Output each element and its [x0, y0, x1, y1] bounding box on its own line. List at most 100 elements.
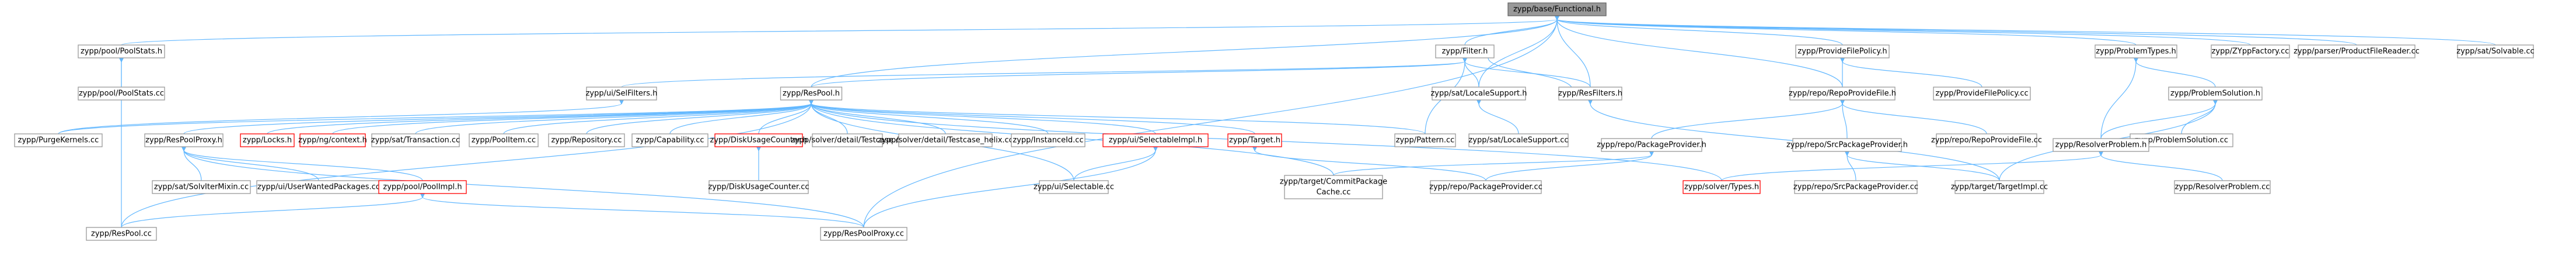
edge-repository_cc-to-respool_h: [586, 103, 811, 134]
node-testcase-helix-cc[interactable]: zypp/solver/detail/Testcase_helix.cc: [878, 133, 1013, 147]
edge-providefilepolicy_h-to-root: [1557, 19, 1843, 46]
node-problemsolution-cc[interactable]: zypp/ProblemSolution.cc: [2130, 133, 2233, 147]
edge-solvermain_cc-to-respoolproxy_h: [184, 150, 202, 181]
node-box: [1432, 87, 1526, 101]
edge-setfilters_h-to-filter_h: [621, 61, 1465, 88]
edge-respoolproxy_h-to-respool_h: [183, 103, 811, 134]
edge-respool_h-to-root: [811, 19, 1557, 88]
node-solvermain-cc[interactable]: zypp/sat/SolvIterMixin.cc: [152, 180, 251, 194]
node-label: zypp/ui/SelectableImpl.h: [1109, 136, 1202, 145]
node-pattern-cc[interactable]: zypp/Pattern.cc: [1394, 133, 1456, 147]
node-respoolproxy-h[interactable]: zypp/ResPoolProxy.h: [144, 133, 224, 147]
node-poolstats-cc[interactable]: zypp/pool/PoolStats.cc: [78, 87, 165, 101]
node-label: zypp/repo/RepoProvideFile.cc: [1931, 136, 2042, 145]
edge-respoolproxy_cc-to-poolimpl_h: [423, 197, 864, 228]
edge-respool_cc-to-respool_h: [121, 103, 811, 228]
node-targetimpl-cc[interactable]: zypp/target/TargetImpl.cc: [1951, 180, 2048, 194]
node-box: [299, 133, 366, 147]
node-instanceid-cc[interactable]: zypp/InstanceId.cc: [1011, 133, 1085, 147]
node-solvable-cc[interactable]: zypp/sat/Solvable.cc: [2456, 44, 2535, 58]
node-box: [240, 133, 295, 147]
node-ngcontext-h[interactable]: zypp/ng/context.h: [298, 133, 367, 147]
edge-targetimpl_cc-to-srcpackageprovider_h: [1847, 155, 2000, 181]
edge-providefilepolicy_cc-to-providefilepolicy_h: [1842, 61, 1982, 88]
node-packageprovider-cc[interactable]: zypp/repo/PackageProvider.cc: [1429, 180, 1542, 194]
node-label: zypp/sat/LocaleSupport.cc: [1468, 136, 1568, 145]
node-zyppfactory[interactable]: zypp/ZYppFactory.cc: [2211, 44, 2290, 58]
node-respool-cc[interactable]: zypp/ResPool.cc: [86, 227, 157, 241]
node-filter-h[interactable]: zypp/Filter.h: [1435, 44, 1495, 58]
node-resfilters-h[interactable]: zypp/ResFilters.h: [1558, 87, 1622, 101]
node-box: [1789, 87, 1896, 101]
node-label: zypp/ZYppFactory.cc: [2212, 47, 2289, 56]
node-label: zypp/ui/Selectable.cc: [1034, 183, 1114, 192]
edge-problemsolution_h-to-problemtypes_h: [2136, 61, 2216, 88]
node-box: [1601, 138, 1702, 152]
node-label: zypp/PurgeKernels.cc: [18, 136, 99, 145]
node-box: [1558, 87, 1622, 101]
node-purgekernels[interactable]: zypp/PurgeKernels.cc: [14, 133, 103, 147]
node-productfilereader[interactable]: zypp/parser/ProductFileReader.cc: [2294, 44, 2420, 58]
edge-resfilters_h-to-filter_h: [1465, 61, 1591, 88]
node-poolitem-cc[interactable]: zypp/PoolItem.cc: [469, 133, 539, 147]
node-testcase-cc[interactable]: zypp/solver/detail/Testcase.cc: [791, 133, 904, 147]
node-respoolproxy-cc[interactable]: zypp/ResPoolProxy.cc: [820, 227, 907, 241]
edge-resolverproblem_cc-to-resolverproblem_h: [2101, 155, 2223, 181]
node-problemtypes-h[interactable]: zypp/ProblemTypes.h: [2095, 44, 2177, 58]
node-box: [1039, 180, 1109, 194]
node-srcpackageprovider-cc[interactable]: zypp/repo/SrcPackageProvider.cc: [1793, 180, 1918, 194]
node-label: zypp/base/Functional.h: [1513, 5, 1601, 14]
node-problemsolution-h[interactable]: zypp/ProblemSolution.h: [2168, 87, 2263, 101]
node-localesupport-cc[interactable]: zypp/sat/LocaleSupport.cc: [1468, 133, 1569, 147]
node-box: [2053, 138, 2149, 152]
edge-localesupport_h-to-filter_h: [1465, 61, 1479, 88]
node-providefilepolicy-cc[interactable]: zypp/ProvideFilePolicy.cc: [1933, 87, 2031, 101]
node-box: [780, 87, 843, 101]
node-box: [2095, 44, 2177, 58]
node-solvertypes-h[interactable]: zypp/solver/Types.h: [1683, 180, 1761, 194]
node-userwanted-cc[interactable]: zypp/ui/UserWantedPackages.cc: [256, 180, 381, 194]
node-providefilepolicy-h[interactable]: zypp/ProvideFilePolicy.h: [1795, 44, 1890, 58]
edge-selectableimpl_h-to-respool_h: [811, 103, 1156, 134]
node-respool-h[interactable]: zypp/ResPool.h: [780, 87, 843, 101]
node-srcpackageprovider-h[interactable]: zypp/repo/SrcPackageProvider.h: [1786, 138, 1908, 152]
edge-ngcontext_h-to-respool_h: [332, 103, 811, 134]
node-root[interactable]: zypp/base/Functional.h: [1507, 2, 1607, 16]
node-setfilters-h[interactable]: zypp/ui/SelFilters.h: [586, 87, 658, 101]
node-target-h[interactable]: zypp/Target.h: [1227, 133, 1282, 147]
node-label: zypp/ResPoolProxy.h: [145, 136, 222, 145]
node-box: [2211, 44, 2290, 58]
node-box: [1284, 175, 1383, 199]
node-selectable-cc[interactable]: zypp/ui/Selectable.cc: [1034, 180, 1114, 194]
node-label: zypp/sat/LocaleSupport.h: [1430, 89, 1527, 98]
node-diskusagecounter-h[interactable]: zypp/DiskUsageCounter.h: [710, 133, 808, 147]
node-label: zypp/ResPoolProxy.cc: [823, 230, 904, 239]
node-resolverproblem-cc[interactable]: zypp/ResolverProblem.cc: [2174, 180, 2271, 194]
node-repository-cc[interactable]: zypp/Repository.cc: [548, 133, 625, 147]
node-label: zypp/pool/PoolStats.cc: [79, 89, 164, 98]
node-packageprovider-h[interactable]: zypp/repo/PackageProvider.h: [1597, 138, 1706, 152]
node-selectableimpl-h[interactable]: zypp/ui/SelectableImpl.h: [1102, 133, 1209, 147]
node-label: zypp/pool/PoolImpl.h: [383, 183, 462, 192]
node-resolverproblem-h[interactable]: zypp/ResolverProblem.h: [2053, 138, 2149, 152]
node-box: [586, 87, 657, 101]
node-label: zypp/target/CommitPackage: [1280, 178, 1387, 187]
node-transaction-cc[interactable]: zypp/sat/Transaction.cc: [371, 133, 460, 147]
node-poolimpl-h[interactable]: zypp/pool/PoolImpl.h: [378, 180, 467, 194]
node-localesupport-h[interactable]: zypp/sat/LocaleSupport.h: [1430, 87, 1527, 101]
node-label: zypp/repo/SrcPackageProvider.h: [1786, 141, 1908, 150]
edge-packageprovider_cc-to-packageprovider_h: [1485, 155, 1652, 181]
edge-problemsolution_cc-to-problemsolution_h: [2181, 103, 2215, 134]
edge-purgekernels-to-setfilters_h: [58, 103, 622, 134]
node-diskusagecounter-cc[interactable]: zypp/DiskUsageCounter.cc: [708, 180, 809, 194]
node-locks-h[interactable]: zypp/Locks.h: [240, 133, 295, 147]
node-poolstats-h[interactable]: zypp/pool/PoolStats.h: [78, 44, 165, 58]
edge-poolimpl_h-to-respoolproxy_h: [184, 150, 423, 181]
node-repoprovidefile-h[interactable]: zypp/repo/RepoProvideFile.h: [1789, 87, 1896, 101]
node-box: [714, 133, 803, 147]
node-repoprovidefile-cc[interactable]: zypp/repo/RepoProvideFile.cc: [1931, 133, 2042, 147]
node-label: zypp/ui/SelFilters.h: [586, 89, 658, 98]
node-capability-cc[interactable]: zypp/Capability.cc: [631, 133, 708, 147]
